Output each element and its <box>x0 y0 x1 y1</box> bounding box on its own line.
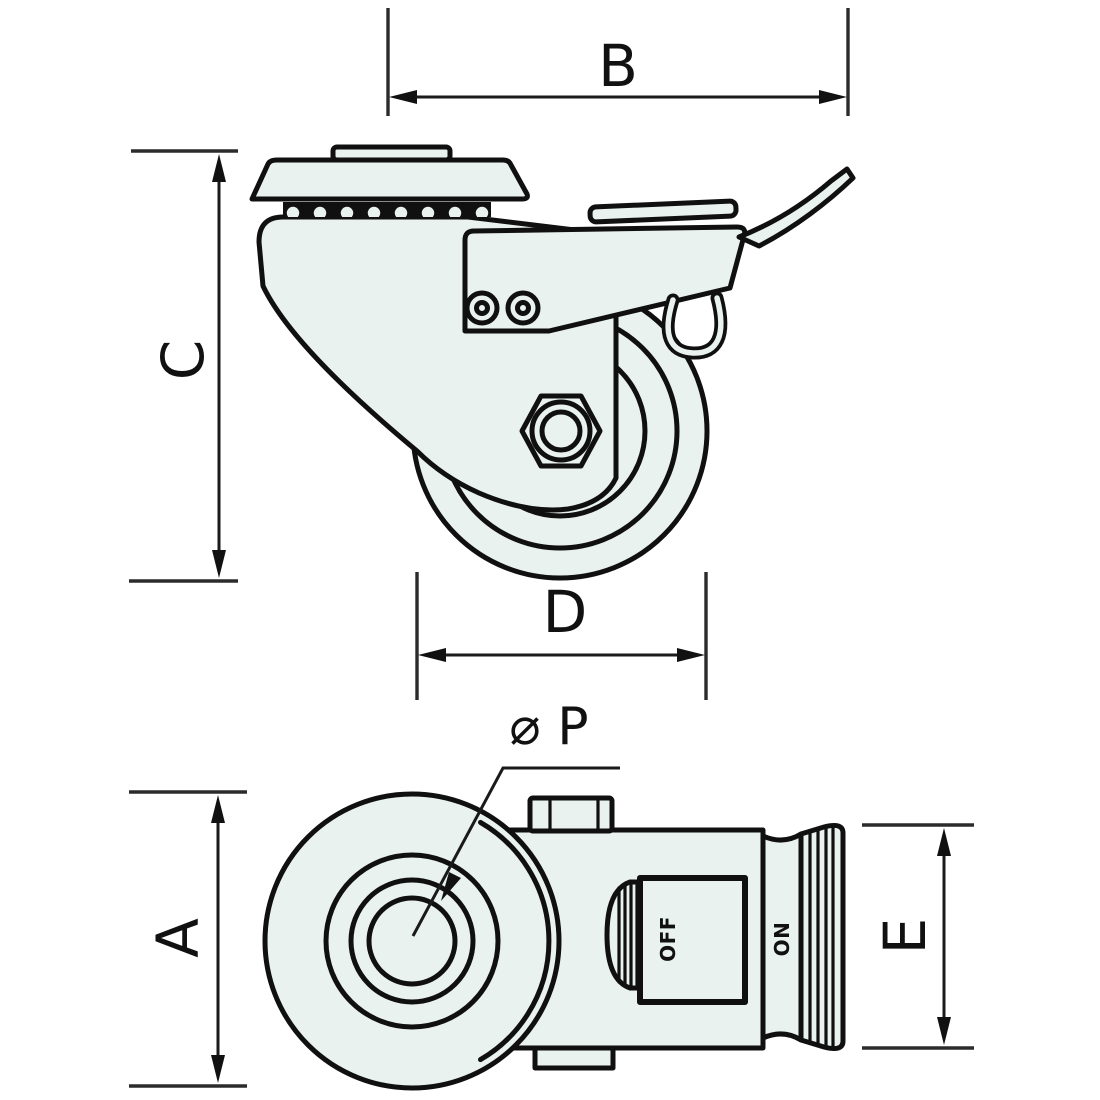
housing-rivets <box>464 290 541 326</box>
ball-bearing-race <box>283 202 491 217</box>
bolt-hole-diameter-label: ⌀ P <box>509 697 588 757</box>
swivel-housing-circle <box>262 791 562 1091</box>
plan-view: OFF ON A E <box>129 697 974 1091</box>
dimension-e: E <box>862 823 974 1050</box>
flange-cap <box>798 823 846 1051</box>
top-boss <box>527 795 615 834</box>
dimension-a-label: A <box>144 918 212 958</box>
dimension-d: D <box>415 572 708 700</box>
brake-lever <box>736 166 856 249</box>
dimension-b-label: B <box>598 32 638 100</box>
brake-end-flange: ON <box>760 823 846 1051</box>
axle-hex-nut <box>519 393 603 469</box>
pedal-face <box>637 875 748 1005</box>
dimension-d-label: D <box>543 578 588 646</box>
hub-ring-outer <box>323 852 501 1030</box>
side-view: B C D <box>129 8 856 700</box>
housing-rim-arc <box>478 819 552 1063</box>
brake-housing <box>462 224 748 334</box>
bottom-boss <box>532 1045 616 1071</box>
hub-ring-inner <box>348 877 476 1005</box>
dimension-c-label: C <box>149 340 217 381</box>
dimension-e-label: E <box>871 918 939 955</box>
dimension-b: B <box>386 8 850 116</box>
pedal-on-label: ON <box>770 922 794 957</box>
top-plate-assembly <box>249 144 530 217</box>
bolt-hole-callout: ⌀ P <box>411 697 620 937</box>
top-plate <box>249 157 530 202</box>
bolt-hole <box>366 895 458 987</box>
brake-pedal: OFF <box>604 875 748 1005</box>
pedal-off-label: OFF <box>656 916 680 962</box>
dimension-a: A <box>129 790 247 1088</box>
dimension-c: C <box>129 149 238 583</box>
brake-lock-loop <box>661 291 728 360</box>
brake-housing-tab <box>587 198 739 225</box>
